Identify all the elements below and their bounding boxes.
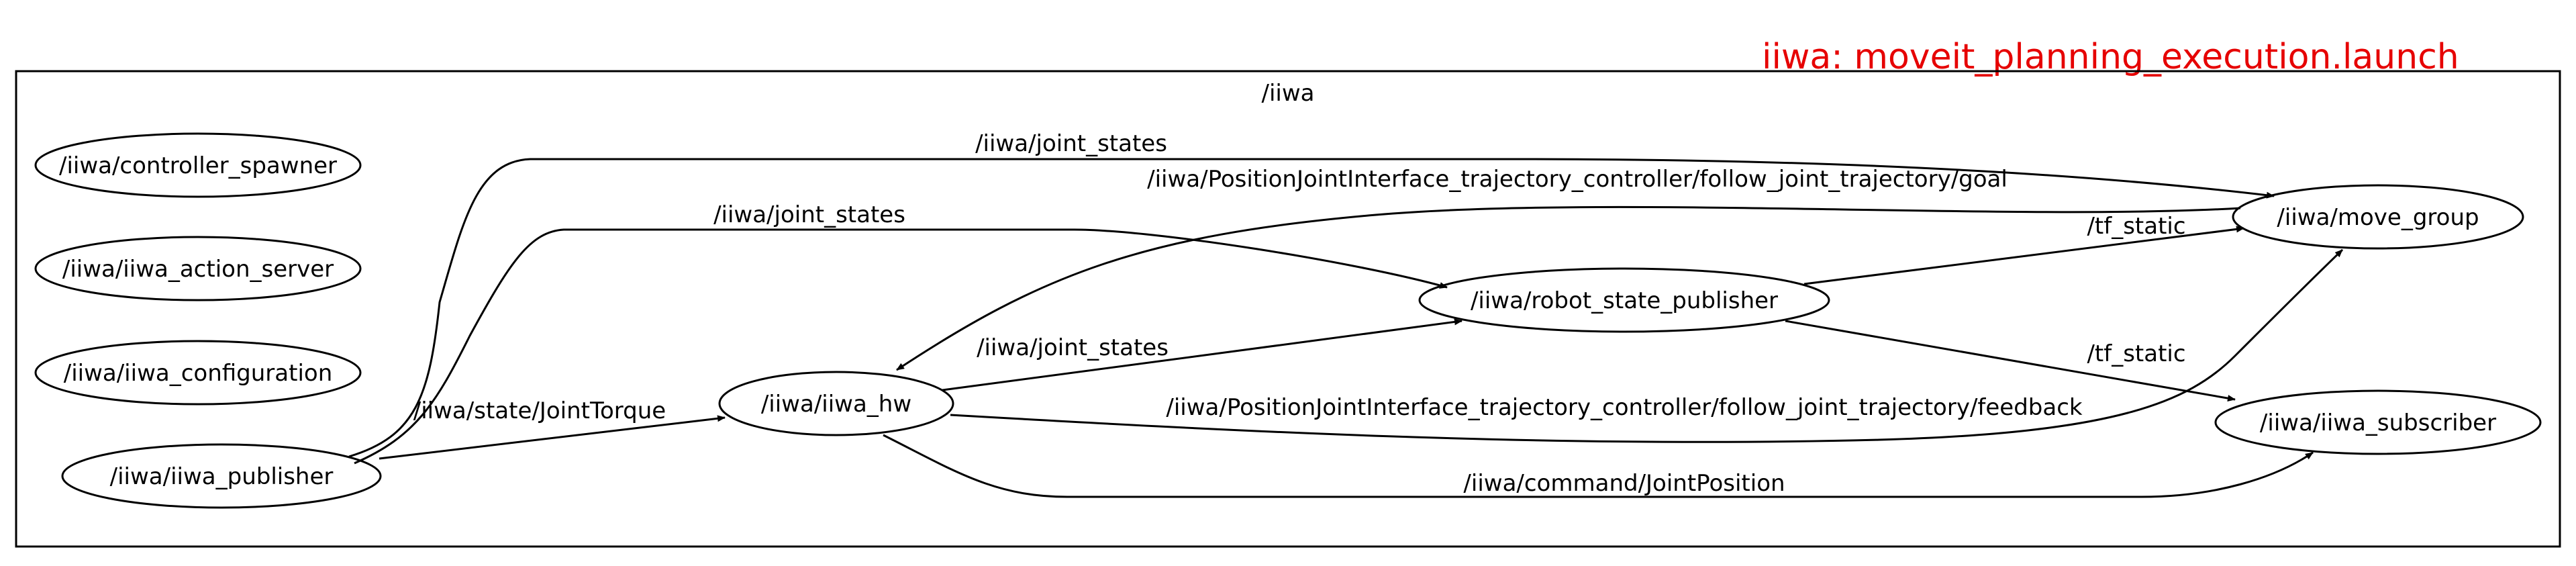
edge-path <box>1785 320 2236 402</box>
node-shape <box>34 236 362 301</box>
edge-label: /iiwa/joint_states <box>975 130 1167 157</box>
edge-label: /tf_static <box>2087 340 2185 367</box>
edge-joint-states-to-move-group: /iiwa/joint_states <box>348 130 2275 458</box>
edge-path <box>950 248 2344 443</box>
edge-tf-static-to-move-group: /tf_static <box>1803 213 2244 285</box>
node-controller-spawner[interactable]: /iiwa/controller_spawner <box>34 132 362 198</box>
node-robot-state-publisher[interactable]: /iiwa/robot_state_publisher <box>1418 267 1830 333</box>
edge-command-joint-position: /iiwa/command/JointPosition <box>883 434 2314 498</box>
node-shape <box>2232 184 2524 250</box>
node-shape <box>61 443 382 509</box>
node-iiwa-publisher[interactable]: /iiwa/iiwa_publisher <box>61 443 382 509</box>
edge-hw-joint-states: /iiwa/joint_states <box>942 318 1463 391</box>
edge-path <box>896 205 2241 371</box>
edge-label: /iiwa/command/JointPosition <box>1463 470 1785 497</box>
edge-path <box>379 415 726 460</box>
edge-path <box>348 158 2275 458</box>
edge-tf-static-to-subscriber: /tf_static <box>1785 320 2236 402</box>
node-shape <box>34 132 362 198</box>
cluster-border <box>15 70 2561 548</box>
edge-label: /iiwa/joint_states <box>977 334 1169 361</box>
node-shape <box>34 340 362 406</box>
node-label: /iiwa/controller_spawner <box>59 152 337 179</box>
node-move-group[interactable]: /iiwa/move_group <box>2232 184 2524 250</box>
node-label: /iiwa/iiwa_action_server <box>62 256 334 283</box>
node-label: /iiwa/move_group <box>2277 204 2479 231</box>
edge-label: /iiwa/PositionJointInterface_trajectory_… <box>1166 394 2083 421</box>
node-label: /iiwa/iiwa_publisher <box>110 463 334 490</box>
edge-label: /iiwa/joint_states <box>713 201 905 228</box>
node-label: /iiwa/robot_state_publisher <box>1471 287 1778 314</box>
node-label: /iiwa/iiwa_hw <box>761 391 911 418</box>
edge-path <box>354 228 1448 465</box>
edge-joint-states-to-robot-state-publisher: /iiwa/joint_states <box>354 201 1448 465</box>
node-iiwa-action-server[interactable]: /iiwa/iiwa_action_server <box>34 236 362 301</box>
edge-path <box>942 318 1463 391</box>
node-shape <box>1418 267 1830 333</box>
edge-follow-joint-trajectory-goal: /iiwa/PositionJointInterface_trajectory_… <box>896 166 2241 371</box>
cluster-title: /iiwa <box>1262 80 1315 107</box>
edge-follow-joint-trajectory-feedback: /iiwa/PositionJointInterface_trajectory_… <box>950 248 2344 443</box>
edge-label: /tf_static <box>2087 213 2185 240</box>
node-label: /iiwa/iiwa_subscriber <box>2260 410 2496 436</box>
edge-label: /iiwa/PositionJointInterface_trajectory_… <box>1147 166 2008 193</box>
node-shape <box>718 371 954 436</box>
edge-path <box>1803 226 2244 285</box>
cluster-iiwa: /iiwa <box>15 70 2561 548</box>
edge-label: /iiwa/state/JointTorque <box>413 397 666 424</box>
node-iiwa-hw[interactable]: /iiwa/iiwa_hw <box>718 371 954 436</box>
node-iiwa-subscriber[interactable]: /iiwa/iiwa_subscriber <box>2214 389 2542 455</box>
node-label: /iiwa/iiwa_configuration <box>64 360 333 387</box>
edge-path <box>883 434 2314 498</box>
node-iiwa-configuration[interactable]: /iiwa/iiwa_configuration <box>34 340 362 406</box>
edge-joint-torque: /iiwa/state/JointTorque <box>379 397 726 460</box>
node-shape <box>2214 389 2542 455</box>
